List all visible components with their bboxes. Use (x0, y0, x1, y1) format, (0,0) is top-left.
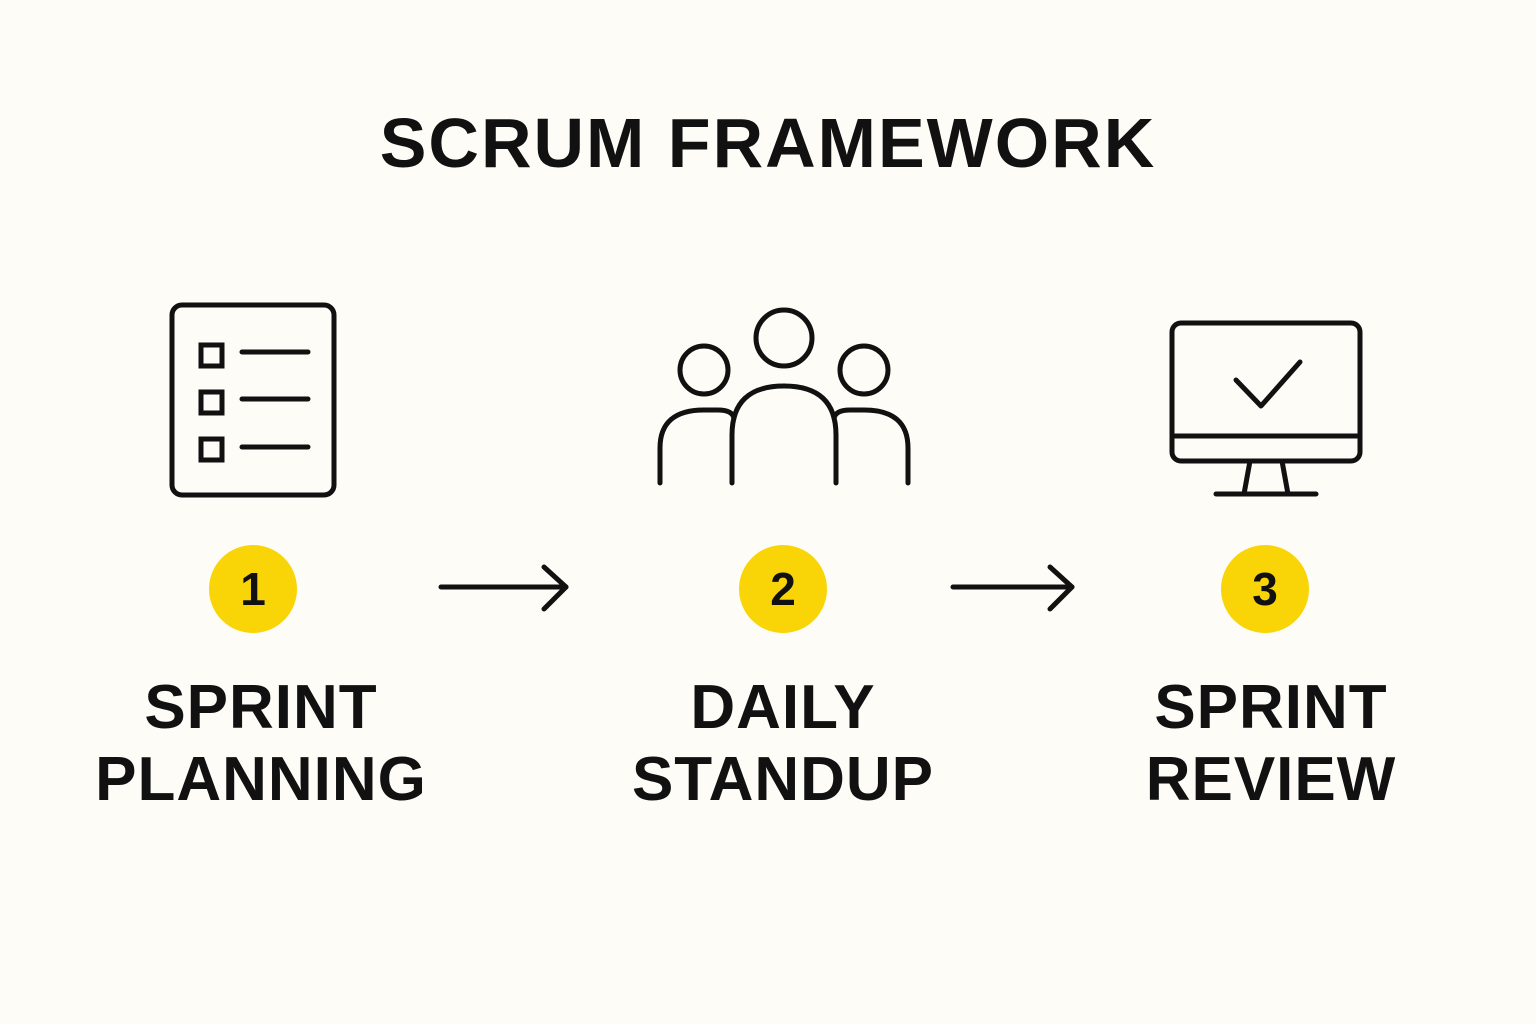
arrow-right-icon (438, 564, 569, 612)
checklist-icon (169, 302, 337, 498)
step-3-label-line-1: SPRINT (1154, 673, 1388, 742)
team-icon (657, 307, 911, 486)
diagram-title: SCRUM FRAMEWORK (379, 104, 1157, 182)
step-1-label-line-2: PLANNING (95, 745, 427, 814)
step-3-number-badge: 3 (1221, 545, 1309, 633)
step-1-number-badge: 1 (209, 545, 297, 633)
arrow-right-icon (950, 564, 1075, 612)
step-2-label-line-1: DAILY (690, 673, 876, 742)
step-3-label-line-2: REVIEW (1145, 745, 1397, 814)
step-2-number-badge: 2 (739, 545, 827, 633)
monitor-check-icon (1169, 320, 1363, 497)
step-1-label-line-1: SPRINT (144, 673, 378, 742)
step-2-label: DAILY STANDUP (573, 672, 993, 816)
step-3-label: SPRINT REVIEW (1061, 672, 1481, 816)
step-1-label: SPRINT PLANNING (51, 672, 471, 816)
step-2-label-line-2: STANDUP (631, 745, 935, 814)
